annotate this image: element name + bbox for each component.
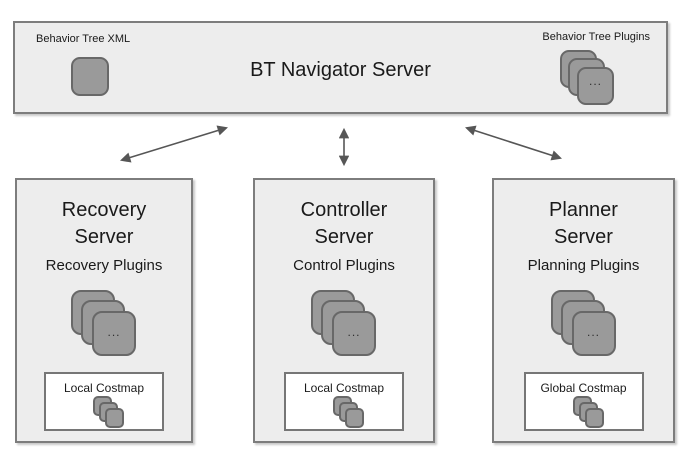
local-costmap-label: Local Costmap — [303, 381, 385, 395]
plugin-card-icon: ... — [577, 67, 614, 105]
local-costmap-box: Local Costmap — [44, 372, 164, 431]
bt-navigator-server-box: Behavior Tree XML BT Navigator Server Be… — [13, 21, 668, 114]
planner-server-box: Planner Server Planning Plugins ... Glob… — [492, 178, 675, 443]
arrow-recovery-bt — [120, 125, 228, 163]
recovery-plugins-stack-icon: ... — [71, 290, 137, 357]
global-costmap-label: Global Costmap — [540, 381, 627, 395]
behavior-tree-xml-icon — [71, 57, 109, 96]
costmap-layers-stack-icon — [333, 396, 365, 429]
behavior-tree-xml-label: Behavior Tree XML — [36, 33, 131, 45]
controller-server-title: Controller Server — [300, 199, 388, 248]
local-costmap-label: Local Costmap — [63, 381, 145, 395]
arrow-planner-bt — [465, 125, 562, 161]
plugin-card-icon: ... — [92, 311, 136, 356]
global-costmap-box: Global Costmap — [523, 372, 644, 431]
ellipsis-label: ... — [588, 74, 602, 88]
bt-navigator-server-title: BT Navigator Server — [250, 59, 431, 81]
behavior-tree-plugins-stack-icon: ... — [560, 50, 615, 106]
planner-server-title: Planner Server — [549, 199, 618, 248]
costmap-layers-stack-icon — [572, 396, 605, 429]
ellipsis-label: ... — [586, 325, 600, 339]
planning-plugins-stack-icon: ... — [550, 290, 617, 357]
plugin-card-icon: ... — [571, 311, 616, 356]
planning-plugins-label: Planning Plugins — [527, 257, 640, 274]
layer-card-icon — [584, 408, 604, 428]
ellipsis-label: ... — [347, 325, 361, 339]
controller-server-box: Controller Server Control Plugins ... Lo… — [253, 178, 435, 443]
plugin-card-icon: ... — [332, 311, 376, 356]
control-plugins-stack-icon: ... — [311, 290, 377, 357]
layer-card-icon — [105, 408, 124, 428]
control-plugins-label: Control Plugins — [293, 257, 395, 274]
ellipsis-label: ... — [107, 325, 121, 339]
recovery-server-box: Recovery Server Recovery Plugins ... Loc… — [15, 178, 193, 443]
recovery-plugins-label: Recovery Plugins — [45, 257, 163, 274]
costmap-layers-stack-icon — [93, 396, 125, 429]
local-costmap-box: Local Costmap — [284, 372, 404, 431]
recovery-server-title: Recovery Server — [61, 199, 147, 248]
behavior-tree-plugins-label: Behavior Tree Plugins — [542, 31, 650, 43]
layer-card-icon — [345, 408, 364, 428]
